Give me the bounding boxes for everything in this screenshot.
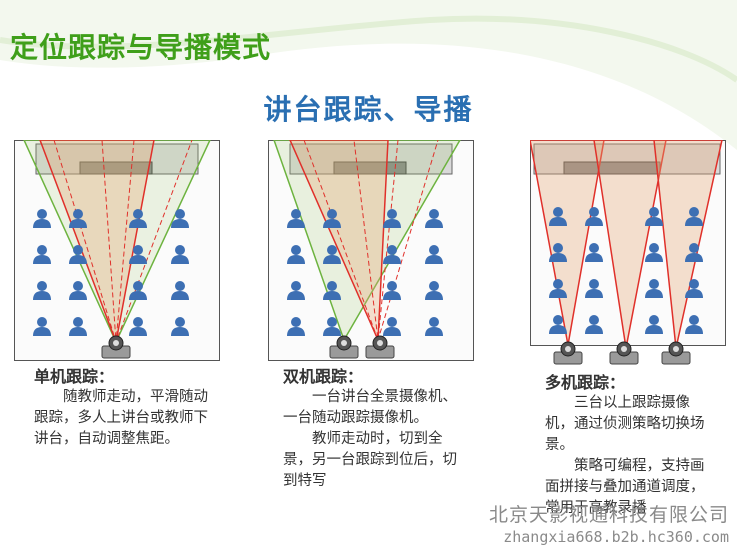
page-title: 定位跟踪与导播模式	[10, 31, 272, 64]
desc-text: 策略可编程，支持画面拼接与叠加通道调度，常用于高教录播	[545, 458, 705, 516]
desc-title: 单机跟踪：	[34, 367, 115, 386]
desc-text: 随教师走动，平滑随动跟踪，多人上讲台或教师下讲台，自动调整焦距。	[34, 389, 208, 447]
camera-icon	[661, 341, 691, 365]
scene-single-camera	[14, 140, 220, 365]
desc-dual-camera: 双机跟踪： 一台讲台全景摄像机、一台随动跟踪摄像机。 教师走动时，切到全景，另一…	[283, 366, 458, 492]
scene-multi-camera	[530, 140, 730, 370]
camera-beam-track	[39, 140, 155, 345]
camera-icon	[609, 341, 639, 365]
audience-group	[287, 209, 443, 336]
desc-text: 一台讲台全景摄像机、一台随动跟踪摄像机。	[283, 389, 457, 426]
watermark-url: zhangxia668.b2b.hc360.com	[503, 528, 729, 546]
desc-text: 教师走动时，切到全景，另一台跟踪到位后，切到特写	[283, 431, 457, 489]
camera-beam-wide	[23, 140, 211, 344]
audience-group	[549, 207, 703, 334]
page-subtitle: 讲台跟踪、导播	[263, 93, 474, 126]
watermark: 北京天影视通科技有限公司 zhangxia668.b2b.hc360.com	[489, 504, 729, 548]
camera-beam-left	[530, 140, 605, 346]
desc-title: 多机跟踪：	[545, 373, 626, 392]
desc-single-camera: 单机跟踪： 随教师走动，平滑随动跟踪，多人上讲台或教师下讲台，自动调整焦距。	[34, 366, 214, 450]
podium-icon	[79, 161, 153, 175]
audience-group	[33, 209, 189, 336]
desc-text: 三台以上跟踪摄像机，通过侦测策略切换场景。	[545, 395, 705, 453]
camera-beam-wide	[273, 140, 461, 342]
classroom-outline	[14, 140, 220, 361]
watermark-company: 北京天影视通科技有限公司	[488, 504, 729, 526]
camera-icon	[365, 335, 395, 359]
classroom-outline	[530, 140, 726, 346]
camera-beam-center	[593, 140, 667, 349]
camera-beam-right	[653, 140, 723, 349]
podium-icon	[333, 161, 407, 175]
desc-multi-camera: 多机跟踪： 三台以上跟踪摄像机，通过侦测策略切换场景。 策略可编程，支持画面拼接…	[545, 372, 717, 519]
camera-icon	[101, 335, 131, 359]
camera-icon	[329, 335, 359, 359]
desc-title: 双机跟踪：	[283, 367, 364, 386]
camera-beam-track	[289, 140, 389, 341]
scene-dual-camera	[268, 140, 474, 365]
camera-icon	[553, 341, 583, 365]
